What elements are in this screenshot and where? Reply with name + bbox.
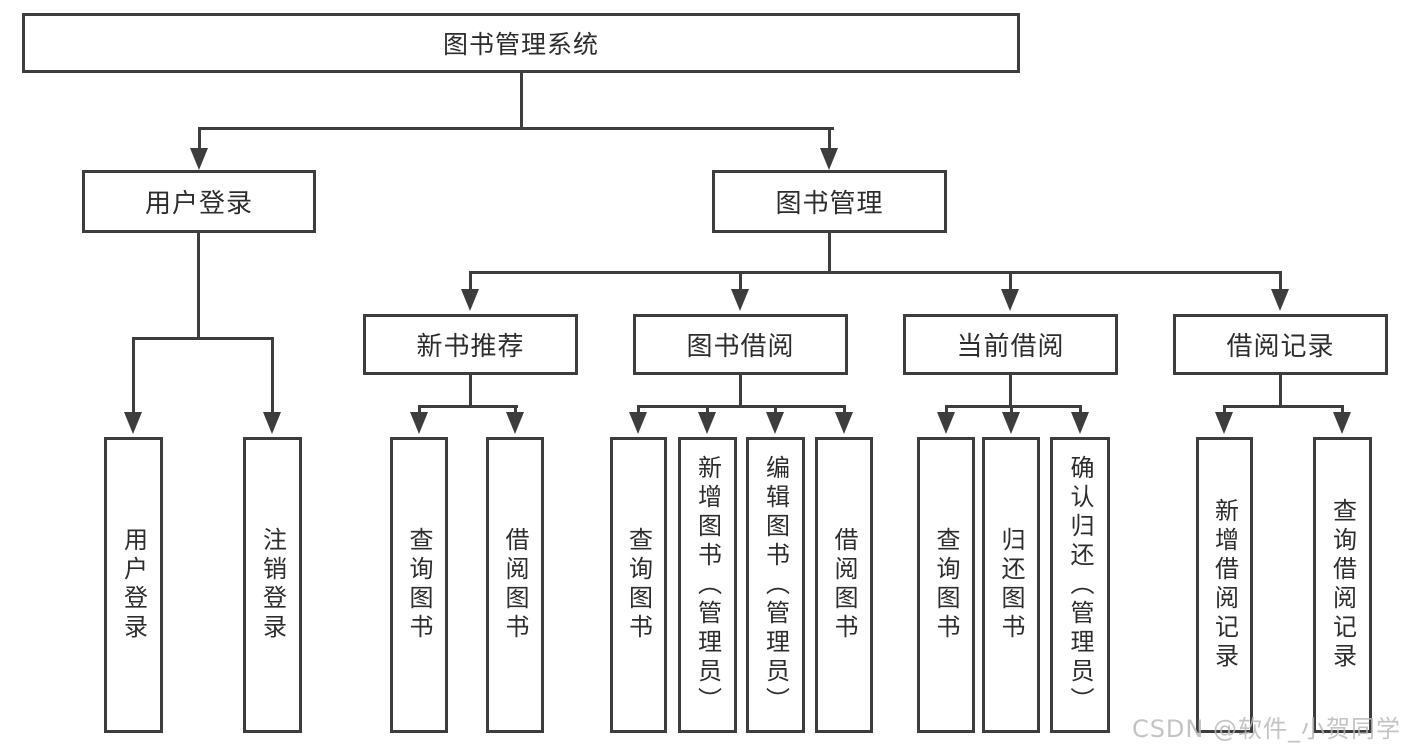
leaf-label: 查询借阅记录 [1328, 498, 1357, 672]
connector-group-branch [418, 405, 518, 408]
watermark: CSDN @软件_小贺同学 [1131, 715, 1401, 743]
arrowhead-icon [190, 148, 208, 170]
connector-group-stub [469, 375, 472, 407]
leaf-add-borrow-record: 新增借阅记录 [1196, 437, 1253, 733]
connector-arrow-stem [1279, 271, 1282, 290]
leaf-query-borrow-record: 查询借阅记录 [1313, 437, 1372, 733]
connector-level3-branch [469, 271, 1281, 274]
connector-arrow-stem [1223, 405, 1226, 413]
node-root: 图书管理系统 [22, 13, 1020, 73]
leaf-label: 归还图书 [997, 527, 1025, 643]
connector-arrow-stem [828, 127, 831, 151]
arrowhead-icon [629, 412, 647, 434]
leaf-label: 新增借阅记录 [1210, 498, 1239, 672]
leaf-query-books-current: 查询图书 [917, 437, 975, 733]
connector-group-stub [1279, 375, 1282, 407]
leaf-label: 查询图书 [624, 527, 653, 643]
arrowhead-icon [1001, 289, 1019, 311]
connector-book-management-stub [828, 233, 831, 273]
leaf-label: 编辑图书（管理员） [761, 454, 790, 716]
node-current-borrow: 当前借阅 [903, 314, 1118, 375]
node-new-book-recommend: 新书推荐 [363, 314, 578, 375]
leaf-borrow-books: 借阅图书 [815, 437, 873, 733]
connector-arrow-stem [1010, 405, 1013, 413]
leaf-return-books: 归还图书 [982, 437, 1040, 733]
connector-arrow-stem [945, 405, 948, 413]
arrowhead-icon [124, 412, 142, 434]
leaf-label: 注销登录 [258, 527, 287, 643]
leaf-label: 新增图书（管理员） [693, 454, 722, 716]
connector-group-stub [1009, 375, 1012, 407]
connector-arrow-stem [843, 405, 846, 413]
leaf-query-books-borrow: 查询图书 [610, 437, 667, 733]
arrowhead-icon [937, 412, 955, 434]
leaf-label: 用户登录 [119, 527, 148, 643]
connector-group-branch [1223, 405, 1344, 408]
arrowhead-icon [1333, 412, 1351, 434]
connector-group-stub [739, 375, 742, 407]
connector-arrow-stem [706, 405, 709, 413]
arrowhead-icon [410, 412, 428, 434]
connector-arrow-stem [198, 127, 201, 151]
arrowhead-icon [1215, 412, 1233, 434]
connector-arrow-stem [1009, 271, 1012, 290]
node-book-borrow: 图书借阅 [633, 314, 848, 375]
arrowhead-icon [766, 412, 784, 434]
arrowhead-icon [698, 412, 716, 434]
arrowhead-icon [1002, 412, 1020, 434]
leaf-borrow-books-recommend: 借阅图书 [486, 437, 544, 733]
connector-group-branch [637, 405, 846, 408]
connector-group-branch [945, 405, 1082, 408]
leaf-add-books-admin: 新增图书（管理员） [678, 437, 737, 733]
leaf-label: 借阅图书 [501, 527, 529, 643]
connector-arrow-stem [514, 405, 517, 413]
arrowhead-icon [263, 412, 281, 434]
connector-arrow-stem [1341, 405, 1344, 413]
connector-arrow-stem [637, 405, 640, 413]
node-borrow-records: 借阅记录 [1173, 314, 1388, 375]
node-book-management: 图书管理 [712, 170, 947, 233]
arrowhead-icon [1271, 289, 1289, 311]
connector-arrow-stem [132, 337, 135, 413]
leaf-confirm-return-admin: 确认归还（管理员） [1050, 437, 1110, 733]
node-user-login: 用户登录 [82, 170, 316, 233]
arrowhead-icon [731, 289, 749, 311]
leaf-user-login: 用户登录 [104, 437, 163, 733]
leaf-label: 查询图书 [405, 527, 433, 643]
connector-arrow-stem [1079, 405, 1082, 413]
connector-arrow-stem [469, 271, 472, 290]
connector-level2-branch [198, 127, 834, 130]
connector-arrow-stem [774, 405, 777, 413]
leaf-label: 查询图书 [932, 527, 960, 643]
arrowhead-icon [1071, 412, 1089, 434]
leaf-query-books-recommend: 查询图书 [390, 437, 448, 733]
connector-arrow-stem [739, 271, 742, 290]
leaf-logout: 注销登录 [243, 437, 302, 733]
arrowhead-icon [506, 412, 524, 434]
arrowhead-icon [835, 412, 853, 434]
connector-arrow-stem [418, 405, 421, 413]
leaf-label: 确认归还（管理员） [1066, 454, 1094, 716]
connector-root-stub [520, 73, 523, 127]
connector-user-login-branch [132, 337, 274, 340]
connector-arrow-stem [271, 337, 274, 413]
arrowhead-icon [461, 289, 479, 311]
connector-user-login-stub [197, 233, 200, 337]
leaf-label: 借阅图书 [830, 527, 858, 643]
arrowhead-icon [820, 148, 838, 170]
leaf-edit-books-admin: 编辑图书（管理员） [746, 437, 805, 733]
